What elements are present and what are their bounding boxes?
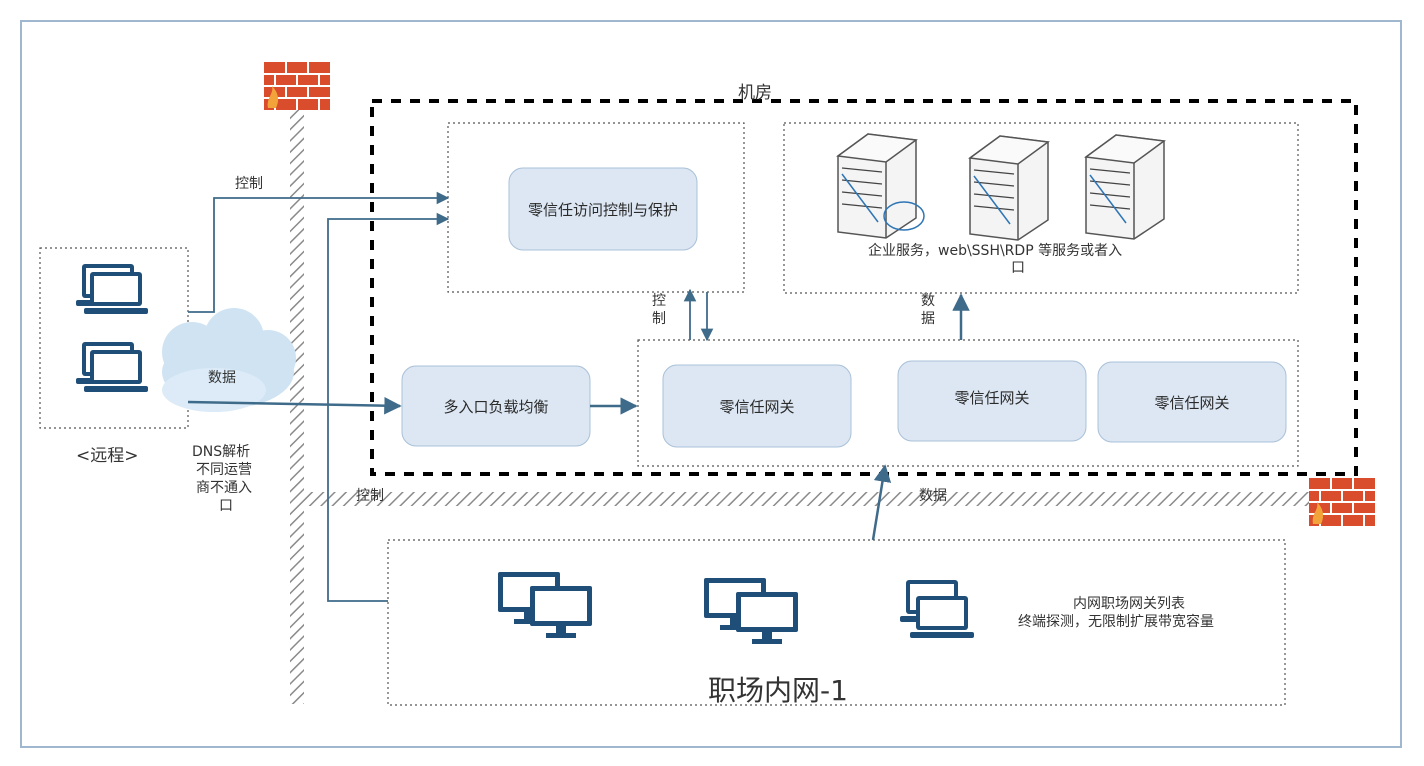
zt-gateway-label-2: 零信任网关 (954, 389, 1029, 407)
data-label-bottom: 数据 (919, 488, 947, 504)
enterprise-services-label-2: 口 (1011, 260, 1025, 276)
zt-access-control-label: 零信任访问控制与保护 (528, 201, 678, 219)
desktop-monitor-icon (736, 592, 798, 644)
dns-label-1: DNS解析 (192, 444, 250, 460)
machine-room-box (370, 99, 1358, 476)
control-arrow-remote (188, 191, 450, 313)
enterprise-services-region (783, 122, 1299, 294)
cloud-data-label: 数据 (208, 370, 236, 386)
cloud-icon (162, 308, 296, 412)
gateway-region (637, 339, 1299, 467)
firewall-wall-vertical (290, 98, 304, 704)
outer-frame (20, 20, 1402, 748)
remote-label: <远程> (76, 446, 139, 466)
enterprise-services-label: 企业服务，web\SSH\RDP 等服务或者入 (868, 242, 1122, 259)
machine-room-label: 机房 (738, 83, 772, 103)
server-icon (1085, 134, 1165, 240)
control-arrow-intranet (327, 212, 450, 602)
server-icon (837, 133, 917, 239)
intranet-list-label-1: 内网职场网关列表 (1073, 596, 1185, 612)
zt-gateway-label-3: 零信任网关 (1154, 394, 1229, 412)
highlight-circle (883, 201, 925, 231)
zt-access-control-box (508, 167, 698, 251)
control-label-mid-1: 控 (652, 293, 666, 309)
zt-gateway-box-2 (897, 360, 1087, 442)
laptop-icon (910, 596, 974, 638)
data-arrow-intranet (871, 464, 892, 541)
data-label-mid-2: 据 (921, 311, 935, 327)
firewall-icon (1308, 477, 1376, 527)
intranet-list-label-2: 终端探测，无限制扩展带宽容量 (1018, 613, 1214, 630)
dns-label-3: 商不通入 (196, 480, 252, 496)
control-label-bottom: 控制 (356, 488, 384, 504)
laptop-icon (84, 350, 148, 392)
access-control-region (447, 122, 745, 293)
data-arrow-remote (187, 396, 402, 415)
zt-gateway-box-1 (662, 364, 852, 448)
control-label-top: 控制 (235, 176, 263, 192)
laptop-icon (84, 272, 148, 314)
firewall-wall-horizontal (300, 492, 1370, 506)
firewall-icon (263, 61, 331, 111)
zt-gateway-label-1: 零信任网关 (719, 398, 794, 416)
remote-region (39, 247, 189, 429)
zt-gateway-box-3 (1097, 361, 1287, 443)
desktop-monitor-icon (530, 586, 592, 638)
intranet-region (387, 539, 1286, 706)
control-label-mid-2: 制 (652, 311, 666, 327)
load-balancer-label: 多入口负载均衡 (443, 398, 548, 416)
dns-label-2: 不同运营 (196, 462, 252, 478)
data-label-mid-1: 数 (921, 293, 935, 309)
intranet-title: 职场内网-1 (708, 674, 848, 707)
dns-label-4: 口 (219, 498, 233, 514)
server-icon (969, 135, 1049, 241)
